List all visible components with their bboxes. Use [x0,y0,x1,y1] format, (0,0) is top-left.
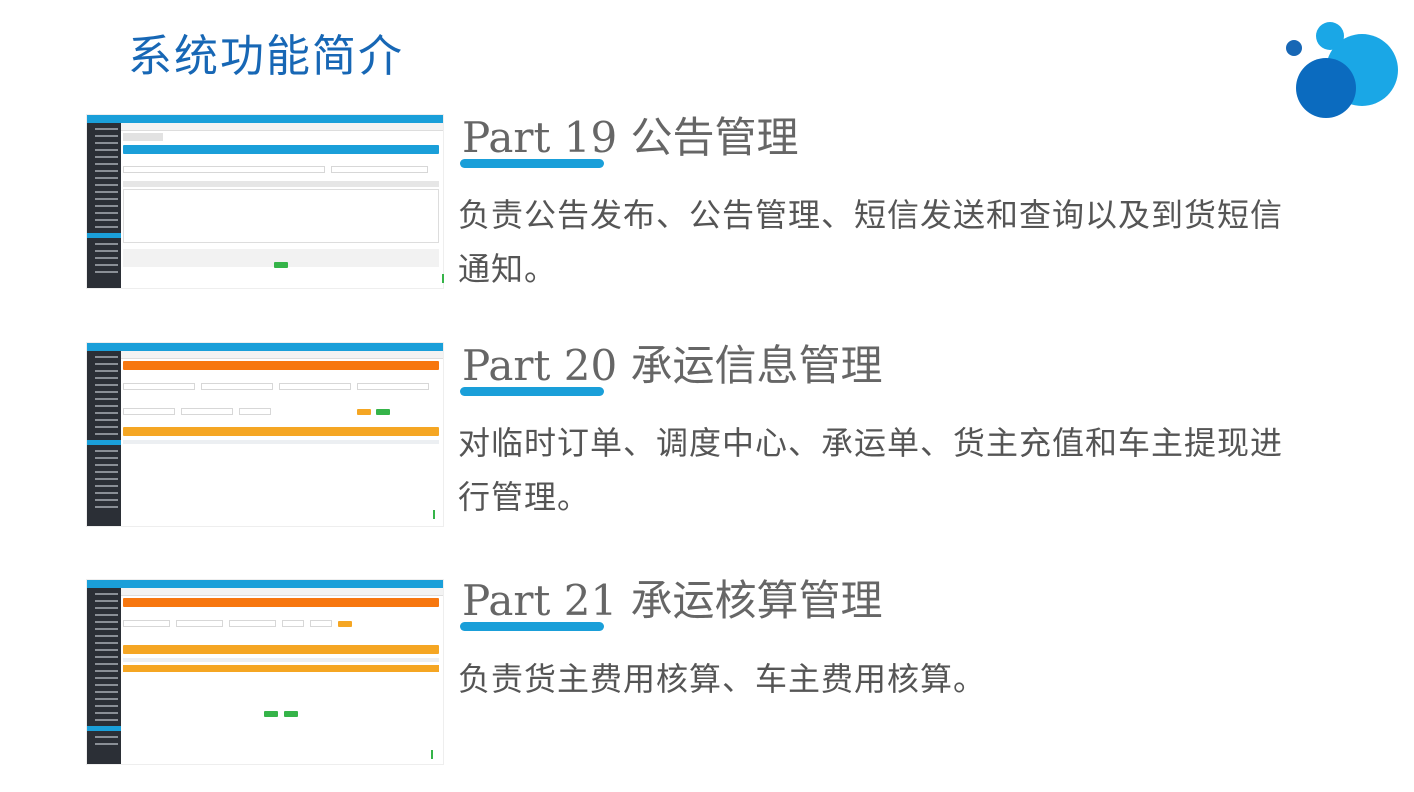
part-20-title: Part 20 承运信息管理 [462,332,883,393]
title-underline [460,159,604,168]
part-name: 公告管理 [630,113,799,162]
part-21-title: Part 21 承运核算管理 [462,567,883,628]
screenshot-carrier-info-management [87,343,443,526]
title-underline [460,387,604,396]
part-20-description: 对临时订单、调度中心、承运单、货主充值和车主提现进行管理。 [458,424,1284,516]
part-21-description: 负责货主费用核算、车主费用核算。 [458,660,987,698]
screenshot-carrier-accounting-management [87,580,443,764]
part-number: Part 19 [462,113,618,162]
part-19-title: Part 19 公告管理 [462,104,799,165]
screenshot-notice-management [87,115,443,288]
part-name: 承运核算管理 [630,576,883,625]
part-number: Part 21 [462,576,618,625]
title-underline [460,622,604,631]
part-19-description: 负责公告发布、公告管理、短信发送和查询以及到货短信通知。 [458,196,1284,288]
page-title: 系统功能简介 [128,31,404,82]
part-name: 承运信息管理 [630,341,883,390]
bubbles-logo-icon [1286,22,1398,118]
part-number: Part 20 [462,341,618,390]
